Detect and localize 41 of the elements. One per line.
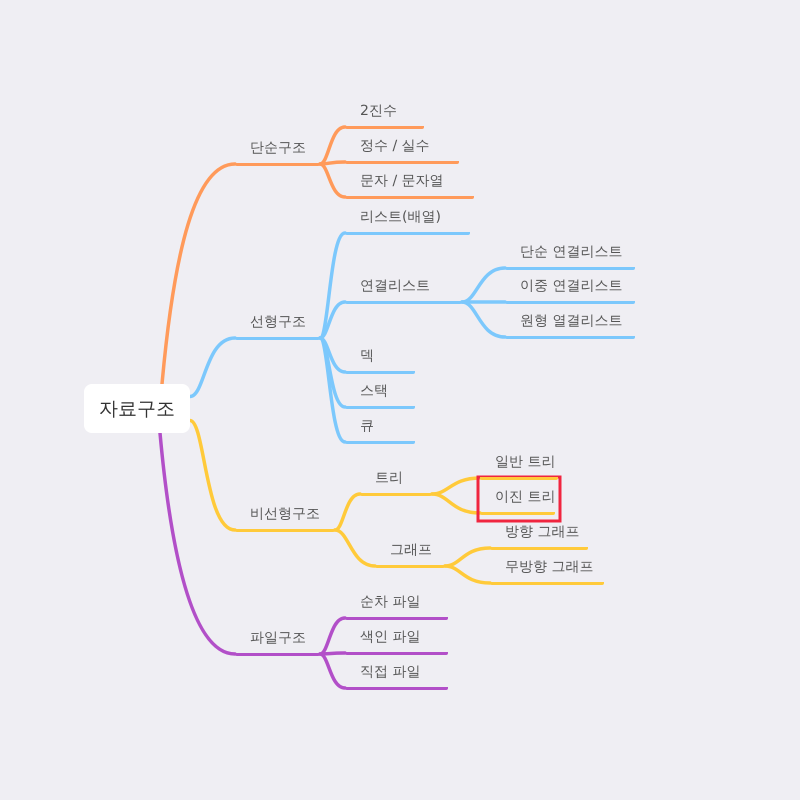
branch-line [318, 651, 347, 656]
branch-line [333, 492, 362, 532]
topic-label: 2진수 [345, 102, 424, 128]
topic-label: 이진 트리 [480, 488, 555, 514]
topic-label: 파일구조 [235, 628, 320, 656]
topic-label: 덱 [345, 346, 415, 374]
branch-line [333, 528, 377, 568]
topic-label: 무방향 그래프 [490, 558, 604, 584]
topic-label: 리스트(배열) [345, 208, 470, 234]
branch-line [318, 160, 347, 166]
branch-line [318, 652, 347, 690]
topic-label: 그래프 [375, 540, 445, 568]
topic-label: 스택 [345, 382, 415, 408]
topic-label: 비선형구조 [235, 504, 335, 532]
branch-line [318, 336, 347, 444]
topic-label: 트리 [360, 468, 432, 496]
topic-label: 단순 연결리스트 [505, 242, 635, 270]
branch-line [318, 300, 347, 340]
topic-label: 정수 / 실수 [345, 136, 459, 164]
topic-label: 문자 / 문자열 [345, 172, 474, 198]
branch-line [430, 492, 482, 515]
branch-line [443, 564, 492, 585]
topic-label: 일반 트리 [480, 452, 558, 480]
branch-line [430, 476, 482, 496]
branch-line [443, 546, 492, 568]
branch-line [460, 300, 507, 339]
branch-line [188, 336, 237, 398]
topic-label: 선형구조 [235, 312, 320, 340]
topic-label: 이중 연결리스트 [505, 276, 635, 304]
topic-label: 방향 그래프 [490, 522, 588, 550]
branch-line [158, 431, 237, 656]
topic-label: 큐 [345, 416, 415, 444]
topic-label: 연결리스트 [345, 276, 462, 304]
topic-label: 원형 열결리스트 [505, 312, 635, 338]
topic-label: 단순구조 [235, 138, 320, 166]
branch-line [188, 418, 237, 532]
topic-label: 직접 파일 [345, 662, 448, 690]
topic-label: 순차 파일 [345, 592, 448, 620]
root-topic-box: 자료구조 [84, 384, 190, 433]
branch-line [160, 162, 237, 386]
topic-label: 색인 파일 [345, 628, 448, 654]
